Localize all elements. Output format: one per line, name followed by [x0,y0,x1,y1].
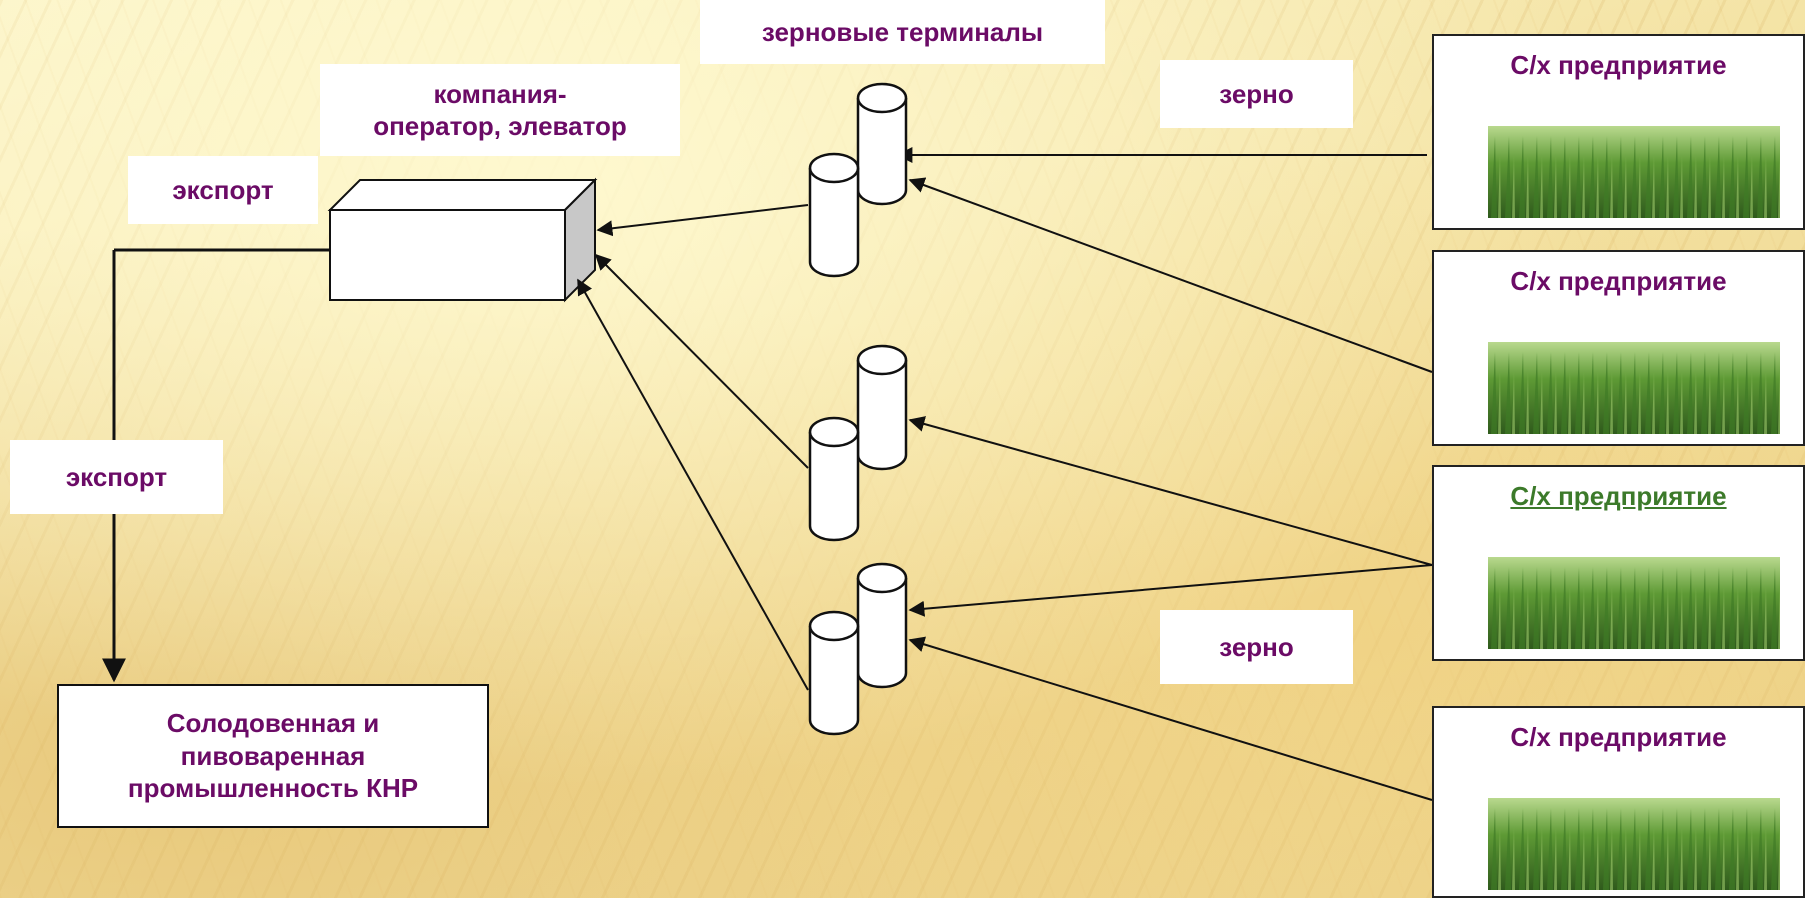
farm-box-4: С/х предприятие [1432,706,1805,898]
farm-box-1: С/х предприятие [1432,34,1805,230]
wheat-field-image [1488,126,1780,218]
silo-group-2 [808,344,908,542]
wheat-field-image [1488,557,1780,649]
farm-title: С/х предприятие [1510,266,1727,296]
export-label-top: экспорт [128,156,318,224]
farm-title-link[interactable]: С/х предприятие [1510,481,1727,511]
farm-to-silo-arrows [896,147,1433,801]
grain-label-top: зерно [1160,60,1353,128]
farm-title: С/х предприятие [1510,722,1727,752]
operator-label: компания- оператор, элеватор [320,64,680,156]
export-label-left: экспорт [10,440,223,514]
silo-to-elevator-arrows [577,204,809,691]
wheat-field-image [1488,342,1780,434]
terminals-label: зерновые терминалы [700,0,1105,64]
wheat-field-image [1488,798,1780,890]
farm-box-2: С/х предприятие [1432,250,1805,446]
elevator-box [327,177,598,303]
farm-title: С/х предприятие [1510,50,1727,80]
producer-box: Солодовенная и пивоваренная промышленнос… [57,684,489,828]
farm-box-3: С/х предприятие [1432,465,1805,661]
silo-group-1 [808,82,908,278]
grain-label-bottom: зерно [1160,610,1353,684]
silo-group-3 [808,562,908,736]
